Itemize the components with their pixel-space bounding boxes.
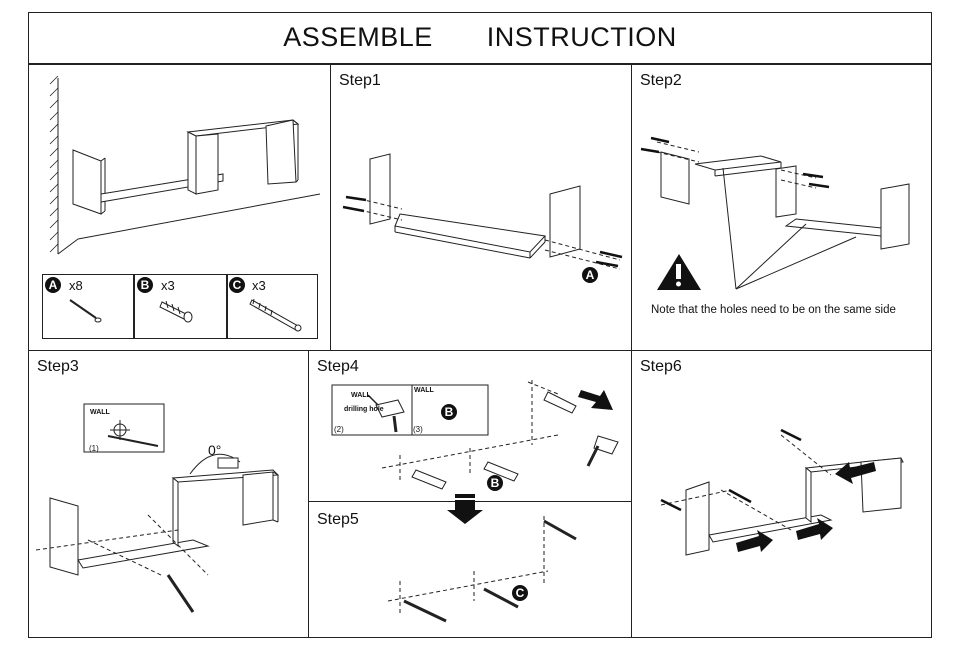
step4-drilling-label: drilling hole xyxy=(344,406,384,413)
step1-label: Step1 xyxy=(339,72,381,89)
part-b-badge: B xyxy=(137,277,153,293)
step6-illustration xyxy=(660,428,904,556)
step2-holes-note: Note that the holes need to be on the sa… xyxy=(651,304,896,316)
step1-screw-callout: A xyxy=(582,267,598,283)
step2-label: Step2 xyxy=(640,72,682,89)
part-c-quantity: x3 xyxy=(252,278,266,293)
parts-divider-2 xyxy=(226,274,228,339)
step5-label: Step5 xyxy=(317,511,359,528)
step3-label: Step3 xyxy=(37,358,79,375)
step5-illustration xyxy=(387,516,577,623)
screw-icon xyxy=(69,299,102,323)
parts-list xyxy=(42,274,318,339)
part-a-badge: A xyxy=(45,277,61,293)
part-c-badge: C xyxy=(229,277,245,293)
step4-wall-label-1: WALL xyxy=(351,392,371,399)
part-b-quantity: x3 xyxy=(161,278,175,293)
step3-angle-label: 0° xyxy=(208,442,222,458)
step5-bolt-callout: C xyxy=(512,585,528,601)
step6-label: Step6 xyxy=(640,358,682,375)
step4-illustration xyxy=(331,380,619,490)
step3-wall-label: WALL xyxy=(90,409,110,416)
step3-inset-index: (1) xyxy=(89,444,99,453)
step4-inset-anchor-callout: B xyxy=(441,404,457,420)
step2-illustration xyxy=(640,136,910,290)
bolt-icon xyxy=(249,298,302,332)
overview-shelf-illustration xyxy=(49,75,321,255)
step4-wall-label-2: WALL xyxy=(414,387,434,394)
step4-label: Step4 xyxy=(317,358,359,375)
part-a-quantity: x8 xyxy=(69,278,83,293)
step4-inset-index-3: (3) xyxy=(413,425,423,434)
step1-illustration xyxy=(342,153,623,270)
step6-panel xyxy=(631,350,932,638)
parts-divider-1 xyxy=(133,274,135,339)
step4-inset-index-2: (2) xyxy=(334,425,344,434)
step4-anchor-callout: B xyxy=(487,475,503,491)
down-arrow-icon xyxy=(447,494,483,524)
step3-illustration xyxy=(35,403,280,613)
wall-anchor-icon xyxy=(159,300,193,323)
page-title: ASSEMBLE INSTRUCTION xyxy=(28,12,932,64)
